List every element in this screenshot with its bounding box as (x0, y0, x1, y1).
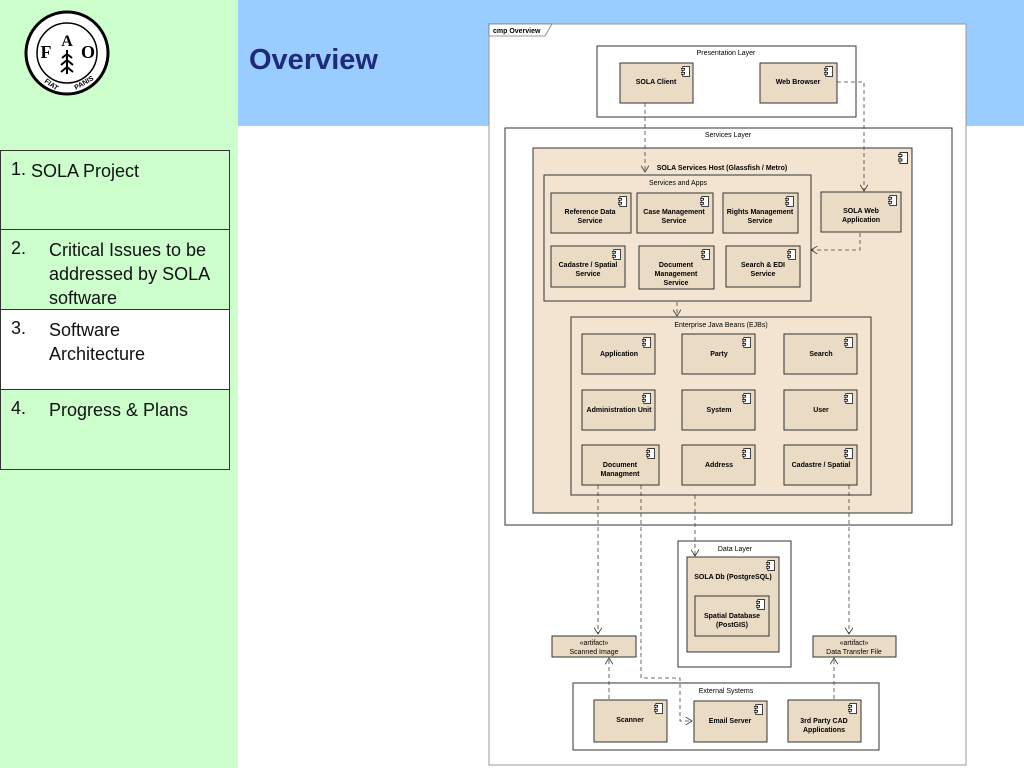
webapp-to-services (811, 233, 861, 250)
sola-client-component (619, 62, 694, 104)
ejb-cadastre-label: Cadastre / Spatial (792, 462, 851, 469)
services-layer-label: Services Layer (705, 132, 752, 139)
spatial-db-line2: (PostGIS) (716, 622, 748, 629)
cadastre-svc-line1: Cadastre / Spatial (559, 262, 618, 269)
doc-mgmt-line3: Service (664, 280, 689, 287)
svg-text:O: O (81, 42, 95, 62)
fao-logo: F A O FIAT PANIS (24, 10, 110, 96)
case-mgmt-line1: Case Management (643, 209, 705, 216)
menu-item-number: 4. (11, 398, 27, 418)
menu-item-number: 1. (11, 159, 27, 179)
ejb-address-label: Address (705, 462, 733, 469)
frame-tag-box (488, 23, 553, 37)
ejbs-label: Enterprise Java Beans (EJBs) (674, 322, 767, 329)
web-browser-label: Web Browser (776, 79, 821, 86)
data-transfer-label: Data Transfer File (826, 649, 882, 656)
menu-item-label: Software Architecture (49, 320, 146, 364)
services-and-apps-label: Services and Apps (649, 180, 707, 187)
menu-item-number: 3. (11, 318, 27, 338)
data-layer-label: Data Layer (718, 546, 753, 553)
dependency-arrows (598, 81, 864, 721)
menu-item-label: Progress & Plans (49, 400, 189, 420)
ejbs-container (570, 316, 872, 496)
search-edi-line1: Search & EDI (741, 262, 785, 269)
data-transfer-stereotype: «artifact» (840, 640, 869, 647)
sola-web-application (820, 191, 902, 233)
ejb-user-label: User (813, 407, 829, 414)
data-transfer-file-artifact (812, 635, 897, 658)
doc-mgmt-line2: Management (655, 271, 698, 278)
cadastre-svc-line2: Service (576, 271, 601, 278)
doc-mgmt-line1: Document (659, 262, 694, 269)
menu-item-progress-plans[interactable]: 4. Progress & Plans (0, 390, 230, 470)
svg-text:F: F (41, 42, 52, 62)
sola-client-label: SOLA Client (636, 79, 677, 86)
browser-to-webapp (837, 81, 864, 191)
sola-web-line2: Application (842, 217, 880, 224)
scanned-image-stereotype: «artifact» (580, 640, 609, 647)
ejb-search-label: Search (809, 351, 832, 358)
third-party-line2: Applications (803, 727, 845, 734)
document-to-email-server (640, 485, 692, 721)
presentation-layer (596, 45, 857, 118)
external-systems-label: External Systems (699, 688, 754, 695)
scanner-label: Scanner (616, 717, 644, 724)
sola-db-label: SOLA Db (PostgreSQL) (694, 574, 772, 581)
ejb-document-line2: Managment (601, 471, 641, 478)
presentation-layer-label: Presentation Layer (697, 50, 756, 57)
ejb-party-label: Party (710, 351, 728, 358)
services-and-apps (543, 174, 812, 302)
ejb-admin-unit-label: Administration Unit (587, 407, 653, 414)
agenda-menu: 1. SOLA Project 2. Critical Issues to be… (0, 150, 230, 470)
menu-item-label: SOLA Project (31, 161, 140, 181)
search-edi-line2: Service (751, 271, 776, 278)
rights-mgmt-line2: Service (748, 218, 773, 225)
ejb-application-label: Application (600, 351, 638, 358)
menu-item-critical-issues[interactable]: 2. Critical Issues to be addressed by SO… (0, 230, 230, 310)
page-title: Overview (249, 44, 378, 76)
rights-mgmt-line1: Rights Management (727, 209, 794, 216)
svg-text:A: A (61, 33, 73, 50)
web-browser-component (759, 62, 838, 104)
ejb-document-line1: Document (603, 462, 638, 469)
menu-item-number: 2. (11, 238, 27, 258)
frame-tag: cmp Overview (493, 28, 541, 35)
menu-item-sola-project[interactable]: 1. SOLA Project (0, 150, 230, 230)
case-mgmt-line2: Service (662, 218, 687, 225)
reference-data-line1: Reference Data (565, 209, 616, 216)
scanned-image-artifact (551, 635, 637, 658)
ejb-system-label: System (707, 407, 732, 414)
third-party-line1: 3rd Party CAD (800, 718, 847, 725)
menu-item-label: Critical Issues to be addressed by SOLA … (49, 240, 210, 308)
email-server-label: Email Server (709, 718, 752, 725)
spatial-db-line1: Spatial Database (704, 613, 760, 620)
menu-item-software-architecture[interactable]: 3. Software Architecture (0, 310, 230, 390)
scanned-image-label: Scanned Image (569, 649, 618, 656)
reference-data-line2: Service (578, 218, 603, 225)
services-host-label: SOLA Services Host (Glassfish / Metro) (657, 165, 787, 172)
reference-data-service (550, 192, 632, 234)
sola-web-line1: SOLA Web (843, 208, 879, 215)
